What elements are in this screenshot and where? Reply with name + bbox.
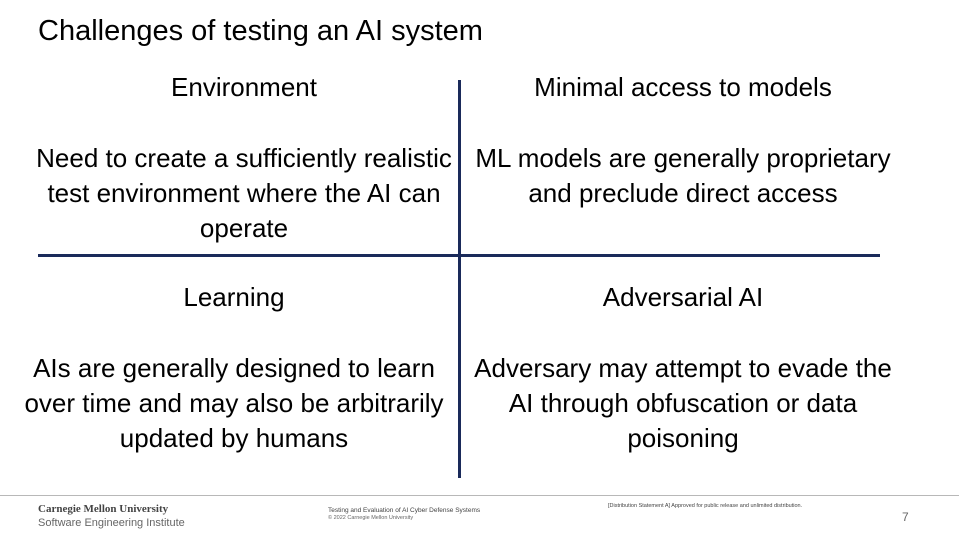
quadrant-body: Need to create a sufficiently realistic … (36, 143, 452, 243)
quadrant-body: Adversary may attempt to evade the AI th… (474, 353, 892, 453)
vertical-divider (458, 80, 461, 478)
slide-title: Challenges of testing an AI system (38, 15, 483, 47)
quadrant-heading: Adversarial AI (602, 282, 764, 312)
quadrant-adversarial-ai: Adversarial AI Adversary may attempt to … (468, 281, 898, 456)
footer-copyright: © 2022 Carnegie Mellon University (328, 515, 414, 521)
quadrant-body: AIs are generally designed to learn over… (24, 353, 444, 453)
footer-presentation-title: Testing and Evaluation of AI Cyber Defen… (328, 507, 481, 514)
quadrant-body: ML models are generally proprietary and … (475, 143, 891, 208)
horizontal-divider (38, 254, 880, 257)
footer-distribution-statement: [Distribution Statement A] Approved for … (608, 503, 803, 509)
quadrant-heading: Environment (171, 72, 317, 102)
institute-name: Software Engineering Institute (38, 517, 185, 529)
quadrant-learning: Learning AIs are generally designed to l… (20, 281, 448, 456)
page-number: 7 (902, 510, 909, 524)
quadrant-heading: Minimal access to models (534, 72, 832, 102)
university-logo-text: Carnegie Mellon University (38, 503, 169, 515)
quadrant-environment: Environment Need to create a sufficientl… (30, 71, 458, 246)
footer-rule (0, 495, 959, 496)
quadrant-minimal-access: Minimal access to models ML models are g… (468, 71, 898, 211)
quadrant-heading: Learning (183, 282, 285, 312)
